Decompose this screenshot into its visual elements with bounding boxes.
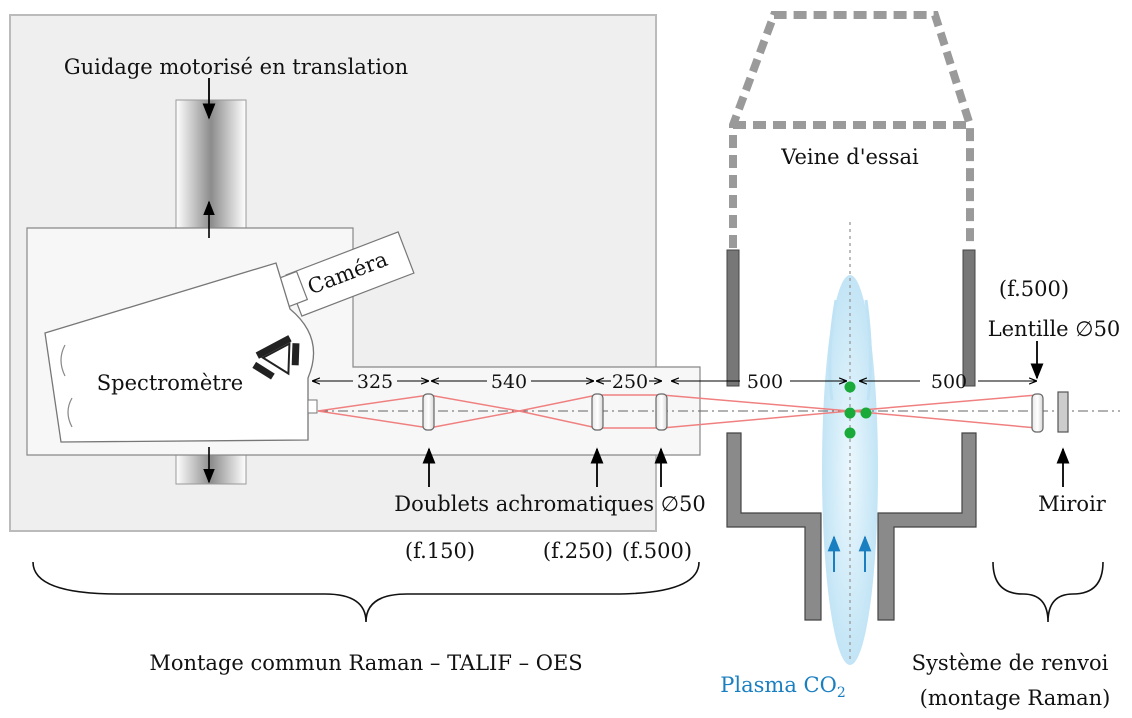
systeme-label-line2: (montage Raman) — [920, 686, 1111, 710]
doublet-f250 — [591, 393, 604, 431]
brace-montage-commun — [32, 561, 700, 623]
guidage-label: Guidage motorisé en translation — [64, 55, 408, 79]
brace-systeme-renvoi — [992, 561, 1104, 623]
lentille-label: Lentille ∅50 — [988, 317, 1121, 341]
plasma-wisp-left — [828, 299, 838, 401]
dim-250-value: 250 — [612, 371, 648, 393]
montage-commun-label: Montage commun Raman – TALIF – OES — [149, 651, 582, 675]
focus-point-top — [844, 381, 856, 393]
veine-outline — [729, 11, 974, 248]
spectrometer-slit — [307, 399, 318, 414]
spectrometer-mirror-2 — [67, 397, 73, 428]
lentille-f500 — [1031, 393, 1044, 433]
dim-540-value: 540 — [491, 371, 527, 393]
plasma-wisp-right — [864, 299, 873, 401]
plasma-label: Plasma CO2 — [720, 673, 845, 701]
nozzle-right — [877, 432, 977, 621]
plasma-label-subscript: 2 — [837, 685, 846, 701]
nozzle-left — [726, 432, 822, 621]
window-right — [962, 249, 976, 387]
grating-icon — [252, 335, 300, 380]
veine-label: Veine d'essai — [780, 145, 919, 169]
dim-500b-value: 500 — [931, 371, 967, 393]
focus-point-bottom — [844, 427, 856, 439]
dim-325-value: 325 — [357, 371, 393, 393]
doublet-f150 — [422, 393, 435, 431]
miroir — [1057, 391, 1069, 433]
focus-point-right — [860, 407, 872, 419]
lentille-focal-label: (f.500) — [999, 277, 1069, 301]
rail-bottom — [175, 454, 247, 485]
doublet-f500 — [655, 393, 668, 431]
focus-point-center — [844, 407, 856, 419]
systeme-label-line1: Système de renvoi — [912, 651, 1109, 675]
spectrometre-label: Spectromètre — [97, 371, 243, 395]
f500-label: (f.500) — [622, 539, 692, 563]
plasma-label-text: Plasma CO — [720, 673, 837, 697]
spectrometer — [44, 262, 315, 443]
f250-label: (f.250) — [543, 539, 613, 563]
window-left — [726, 249, 740, 387]
dim-500a-value: 500 — [747, 371, 783, 393]
miroir-label: Miroir — [1038, 492, 1107, 516]
doublets-label: Doublets achromatiques ∅50 — [394, 492, 705, 516]
spectrometer-mirror-1 — [60, 344, 66, 377]
f150-label: (f.150) — [405, 539, 475, 563]
rail-top — [175, 99, 247, 229]
